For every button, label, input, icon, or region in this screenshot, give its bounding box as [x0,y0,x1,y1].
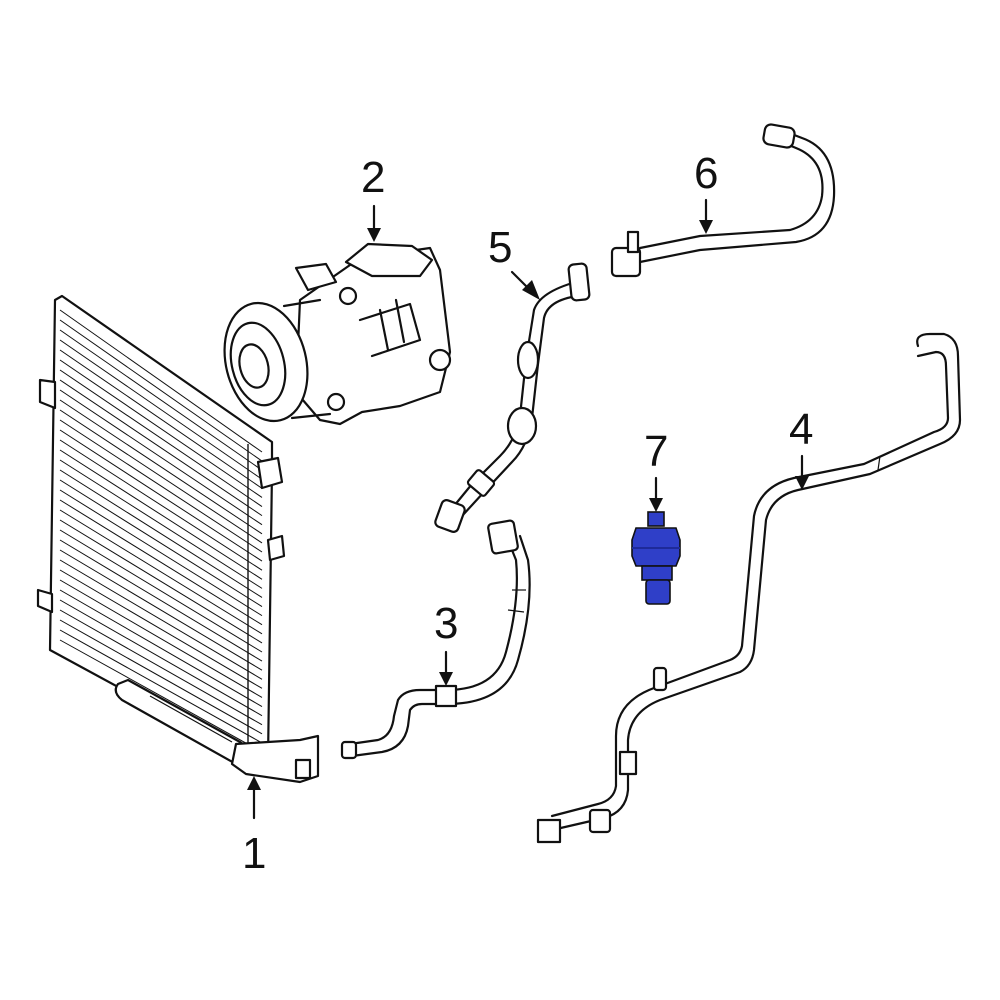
fin-line [59,459,263,589]
fin-line [59,369,263,507]
callout-3[interactable]: 3 [434,599,458,648]
fin-line [59,549,263,671]
fin-line [59,559,263,680]
fin-line [59,599,263,717]
fin-line [59,319,263,462]
fin-line [59,429,263,562]
callout-5[interactable]: 5 [488,223,512,272]
fin-line [59,589,263,707]
fin-line [59,379,263,517]
fin-line [59,449,263,580]
hose-part-6[interactable] [610,123,836,278]
fin-line [59,509,263,635]
fin-line [59,519,263,644]
fin-line [59,479,263,607]
switch-part-7[interactable] [631,511,681,605]
fin-line [59,499,263,626]
fin-line [59,639,263,753]
fin-line [59,309,263,453]
line-part-4[interactable] [536,332,962,844]
fin-line [59,619,263,735]
fin-line [59,399,263,535]
callout-2[interactable]: 2 [361,153,385,202]
condenser-part[interactable] [36,294,320,784]
fin-line [59,439,263,571]
callout-7[interactable]: 7 [644,427,668,476]
fin-line [59,409,263,544]
fin-line [59,569,263,689]
fin-line [59,489,263,617]
hose-part-3[interactable] [340,519,531,760]
fin-line [59,419,263,553]
hose-part-5[interactable] [434,262,591,533]
fin-line [59,339,263,480]
callout-4[interactable]: 4 [789,405,813,454]
callout-1[interactable]: 1 [242,829,266,878]
fin-line [59,329,263,471]
callout-6[interactable]: 6 [694,149,718,198]
fin-line [59,349,263,489]
callout-arrows [247,198,809,820]
callout-numbers: 1 2 3 4 5 6 7 [242,149,813,878]
fin-line [59,359,263,498]
fin-line [59,529,263,653]
condenser-fins [59,309,263,753]
fin-line [59,579,263,698]
fin-line [59,609,263,726]
fin-line [59,389,263,526]
fin-line [59,469,263,598]
fin-line [59,539,263,662]
fin-line [59,629,263,744]
compressor-part[interactable] [213,242,452,430]
